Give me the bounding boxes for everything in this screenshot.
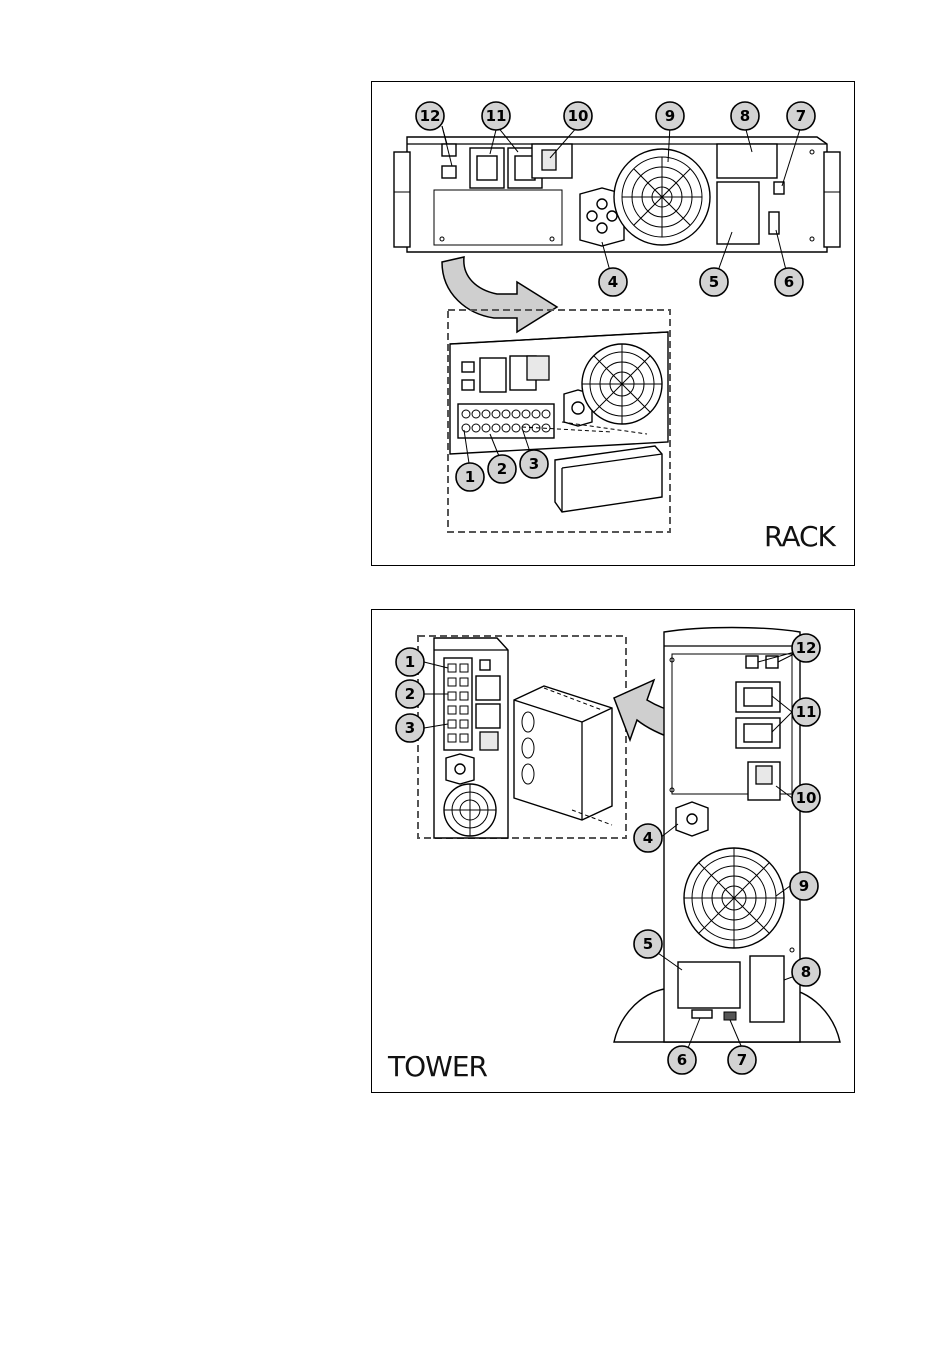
svg-text:5: 5 (643, 935, 653, 953)
tower-callout-8: 8 (792, 958, 820, 986)
rack-callout-8: 8 (731, 102, 759, 130)
svg-text:11: 11 (486, 107, 507, 125)
svg-text:12: 12 (796, 639, 817, 657)
tower-label: TOWER (388, 1050, 487, 1083)
svg-text:8: 8 (740, 107, 750, 125)
tower-callout-9: 9 (790, 872, 818, 900)
svg-text:9: 9 (799, 877, 809, 895)
rack-callout-5: 5 (700, 268, 728, 296)
tower-callout-6: 6 (668, 1046, 696, 1074)
tower-callout-4: 4 (634, 824, 662, 852)
rack-callout-1: 1 (456, 463, 484, 491)
tower-callout-7: 7 (728, 1046, 756, 1074)
svg-text:5: 5 (709, 273, 719, 291)
rack-callout-4: 4 (599, 268, 627, 296)
rack-callout-7: 7 (787, 102, 815, 130)
tower-callout-2: 2 (396, 680, 424, 708)
svg-text:11: 11 (796, 703, 817, 721)
svg-text:10: 10 (796, 789, 817, 807)
rack-curved-arrow-icon (442, 257, 557, 332)
svg-text:6: 6 (784, 273, 794, 291)
rack-illustration: 12 11 10 9 8 7 4 5 6 1 2 3 (372, 82, 854, 565)
svg-text:4: 4 (608, 273, 618, 291)
tower-illustration: 1 2 3 12 11 10 4 9 5 8 6 7 (372, 610, 854, 1092)
svg-text:12: 12 (420, 107, 441, 125)
svg-text:1: 1 (405, 653, 415, 671)
svg-text:6: 6 (677, 1051, 687, 1069)
svg-text:1: 1 (465, 468, 475, 486)
tower-callout-5: 5 (634, 930, 662, 958)
rack-callout-6: 6 (775, 268, 803, 296)
svg-text:2: 2 (497, 460, 507, 478)
rack-callout-9: 9 (656, 102, 684, 130)
tower-panel: 1 2 3 12 11 10 4 9 5 8 6 7 TOWER (371, 609, 855, 1093)
svg-text:2: 2 (405, 685, 415, 703)
rack-callout-3: 3 (520, 450, 548, 478)
rack-detail-view (450, 332, 668, 512)
rack-callout-12: 12 (416, 102, 444, 130)
rack-chassis (394, 137, 840, 252)
tower-callout-3: 3 (396, 714, 424, 742)
tower-callout-11: 11 (792, 698, 820, 726)
rack-label: RACK (764, 520, 835, 553)
svg-text:7: 7 (737, 1051, 747, 1069)
rack-panel: 12 11 10 9 8 7 4 5 6 1 2 3 RACK (371, 81, 855, 566)
rack-callout-11: 11 (482, 102, 510, 130)
tower-callout-10: 10 (792, 784, 820, 812)
svg-text:3: 3 (529, 455, 539, 473)
rack-callout-10: 10 (564, 102, 592, 130)
tower-callout-1: 1 (396, 648, 424, 676)
rack-callout-2: 2 (488, 455, 516, 483)
svg-text:3: 3 (405, 719, 415, 737)
svg-text:7: 7 (796, 107, 806, 125)
svg-text:10: 10 (568, 107, 589, 125)
svg-text:4: 4 (643, 829, 653, 847)
tower-detail-view (434, 638, 612, 838)
svg-text:9: 9 (665, 107, 675, 125)
tower-callout-12: 12 (792, 634, 820, 662)
svg-text:8: 8 (801, 963, 811, 981)
